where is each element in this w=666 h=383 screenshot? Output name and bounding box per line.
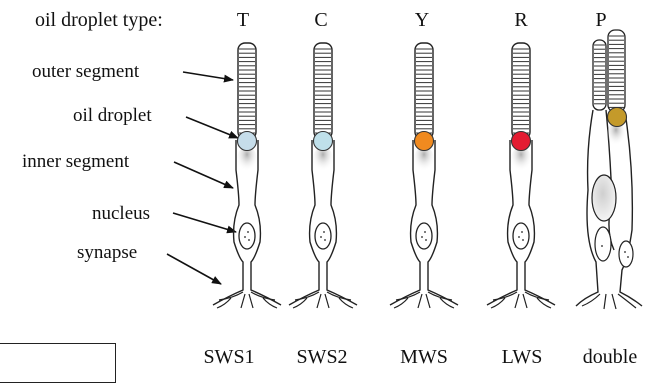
oil-droplet (238, 132, 257, 151)
photoreceptor-diagram: oil droplet type: T C Y R P outer segmen… (0, 0, 666, 371)
principal-outer-segment (608, 30, 625, 112)
oil-droplet (415, 132, 434, 151)
nucleus (595, 227, 611, 261)
nucleus (619, 241, 633, 267)
cone-cell-lws (487, 43, 555, 308)
pointer-arrows (167, 72, 238, 284)
nucleus (513, 223, 529, 249)
oil-droplet (512, 132, 531, 151)
cone-cell-sws1 (213, 43, 281, 308)
double-cone-cell (576, 30, 642, 309)
cell-drawings (0, 0, 666, 371)
cone-cell-sws2 (289, 43, 357, 308)
synapse (217, 292, 277, 308)
synapse-arrow (167, 254, 221, 284)
nucleus (416, 223, 432, 249)
nucleus-arrow (173, 213, 236, 232)
oil-droplet-arrow (186, 117, 238, 138)
synapse (394, 292, 454, 308)
inner-segment-arrow (174, 162, 233, 188)
outer-segment-arrow (183, 72, 233, 80)
nucleus (315, 223, 331, 249)
accessory-nucleus (592, 175, 616, 221)
cone-cell-mws (390, 43, 458, 308)
cells-layer (213, 30, 642, 309)
nucleus (239, 223, 255, 249)
synapse (293, 292, 353, 308)
oil-droplet (608, 108, 627, 127)
synapse (491, 292, 551, 308)
oil-droplet (314, 132, 333, 151)
